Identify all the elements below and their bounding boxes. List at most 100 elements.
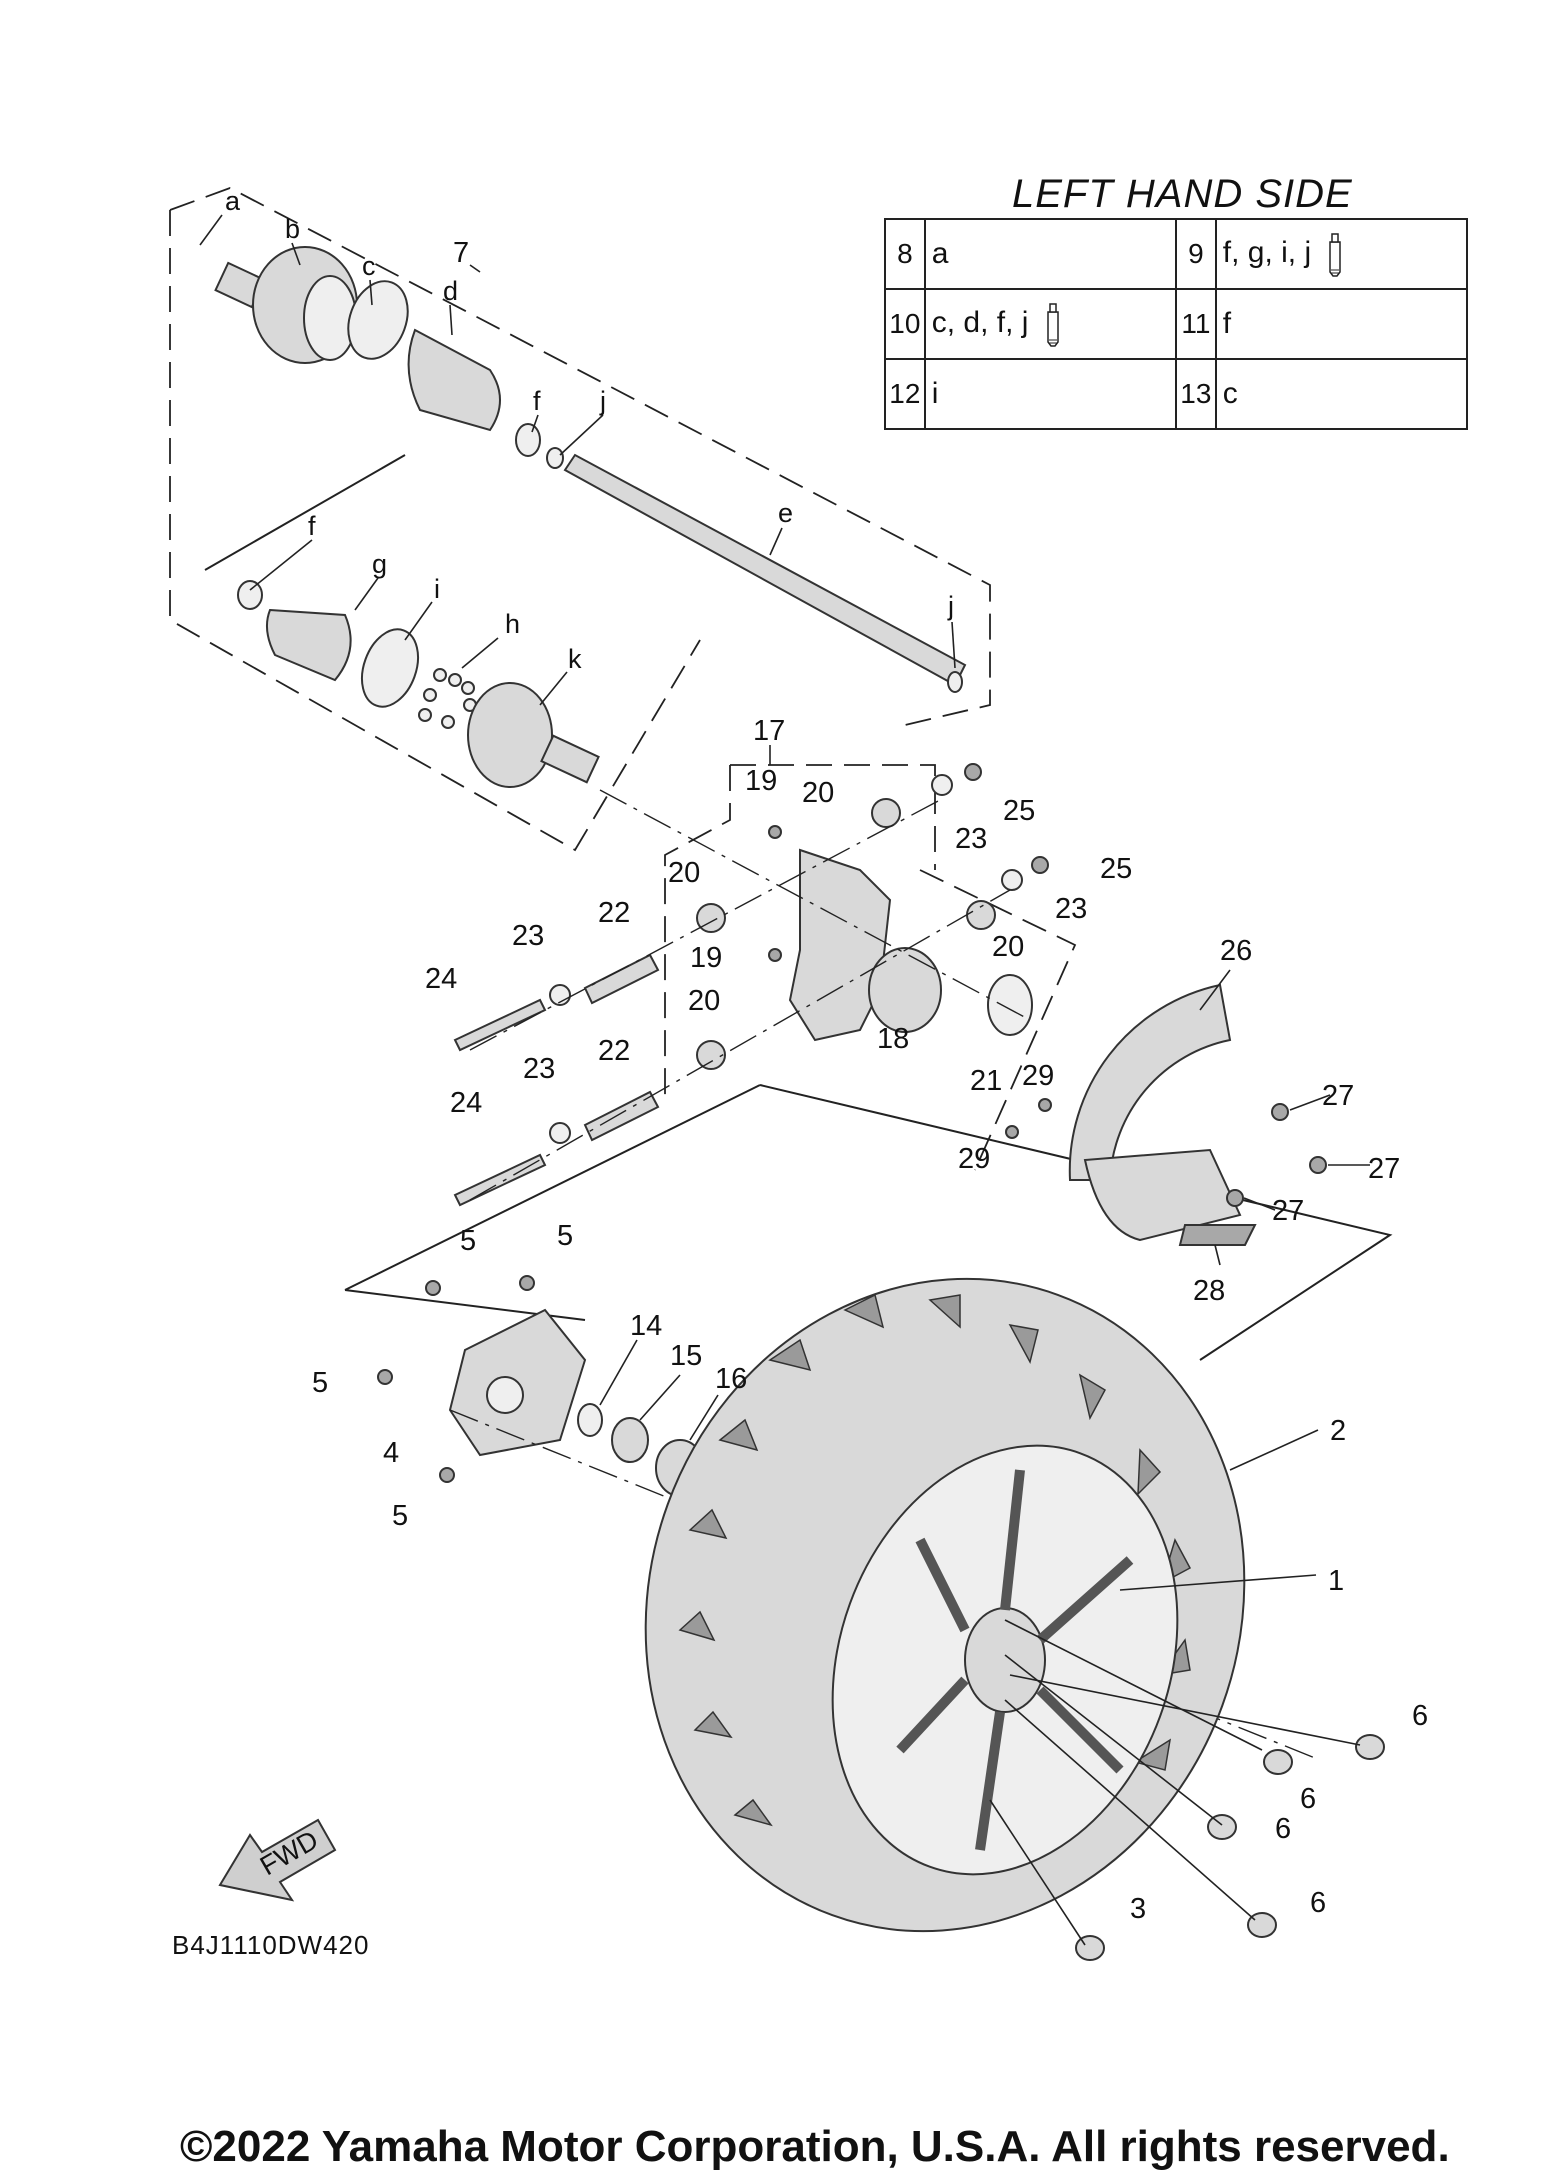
nut-25b <box>1031 856 1049 874</box>
callout-6c: 6 <box>1275 1813 1291 1845</box>
callout-25a: 25 <box>1003 795 1035 827</box>
legend-number: 12 <box>884 358 926 430</box>
legend-value: f <box>1214 288 1469 360</box>
callout-29a: 29 <box>1022 1060 1054 1092</box>
label-h: h <box>505 609 520 639</box>
wheel-bearing <box>868 947 942 1033</box>
legend-value: a <box>923 218 1177 290</box>
nut-25a <box>964 763 982 781</box>
callout-17: 17 <box>753 715 785 747</box>
stud-5c <box>377 1369 393 1385</box>
number-callouts: 1 2 3 4 5 5 5 5 6 6 6 6 7 14 15 16 17 18… <box>312 237 1428 1925</box>
callout-27c: 27 <box>1272 1195 1304 1227</box>
callout-23a: 23 <box>512 920 544 952</box>
label-j-lower: j <box>947 591 954 621</box>
wheel-and-tire <box>644 1277 1385 1961</box>
legend-row: 8 a 9 f, g, i, j <box>884 218 1469 290</box>
callout-21: 21 <box>970 1065 1002 1097</box>
label-f-lower: f <box>308 511 316 541</box>
bolt-27c <box>1226 1189 1244 1207</box>
legend-title: LEFT HAND SIDE <box>1012 172 1353 216</box>
callout-24b: 24 <box>450 1087 482 1119</box>
legend-number: 10 <box>884 288 926 360</box>
bushing-20a <box>871 798 901 828</box>
callout-6b: 6 <box>1300 1783 1316 1815</box>
hub-group <box>344 1275 1321 1761</box>
callout-20a: 20 <box>802 777 834 809</box>
brake-assembly <box>344 983 1393 1361</box>
leader-lines <box>199 214 1370 1591</box>
callout-5d: 5 <box>392 1500 408 1532</box>
inner-boot <box>265 608 352 682</box>
stud-5b <box>519 1275 535 1291</box>
boot-band-i <box>360 628 420 708</box>
legend-number: 11 <box>1174 288 1217 360</box>
callout-5b: 5 <box>557 1220 573 1252</box>
legend-value: f, g, i, j <box>1214 218 1469 290</box>
stud-5d <box>439 1467 455 1483</box>
grease-tube-icon <box>1047 303 1059 347</box>
drawing-code: B4J1110DW420 <box>172 1930 370 1960</box>
callout-19b: 19 <box>690 942 722 974</box>
label-g: g <box>372 549 387 579</box>
outer-cv-joint <box>214 246 358 364</box>
callout-2: 2 <box>1330 1415 1346 1447</box>
legend-value: c <box>1214 358 1469 430</box>
boot-band-f <box>515 423 541 457</box>
callout-16: 16 <box>715 1363 747 1395</box>
collar-22a <box>583 953 660 1005</box>
lubrication-legend-table: 8 a 9 f, g, i, j 10 c, d, f, j 11 f 12 i… <box>884 218 1469 430</box>
label-a: a <box>225 186 241 216</box>
washer-23d <box>1001 869 1023 891</box>
letter-labels: a b c d e f f g h i j j k <box>225 186 954 674</box>
callout-18: 18 <box>877 1023 909 1055</box>
boot-band-f2 <box>237 580 263 610</box>
callout-23d: 23 <box>1055 893 1087 925</box>
bolt-27b <box>1309 1156 1327 1174</box>
callout-24a: 24 <box>425 963 457 995</box>
fwd-arrow: FWD <box>218 1818 337 1902</box>
legend-row: 10 c, d, f, j 11 f <box>884 288 1469 360</box>
circlip-j <box>546 447 564 469</box>
callout-1: 1 <box>1328 1565 1344 1597</box>
callout-4: 4 <box>383 1437 399 1469</box>
steel-balls <box>418 668 477 729</box>
wheel-center <box>964 1607 1046 1713</box>
callout-15: 15 <box>670 1340 702 1372</box>
bolt-29b <box>1005 1125 1019 1139</box>
callout-29b: 29 <box>958 1143 990 1175</box>
callout-5c: 5 <box>312 1367 328 1399</box>
circlip-21 <box>987 974 1033 1036</box>
fitting-19b <box>768 948 782 962</box>
callout-7: 7 <box>453 237 469 269</box>
legend-value: c, d, f, j <box>923 288 1177 360</box>
callout-6a: 6 <box>1412 1700 1428 1732</box>
drive-shaft-assembly <box>169 187 991 852</box>
legend-number: 8 <box>884 218 926 290</box>
legend-value: i <box>923 358 1177 430</box>
stud-5a <box>425 1280 441 1296</box>
callout-23b: 23 <box>523 1053 555 1085</box>
bolt-24a <box>453 998 547 1052</box>
bushing-20c <box>966 900 996 930</box>
callout-26: 26 <box>1220 935 1252 967</box>
bushing-20d <box>696 1040 726 1070</box>
label-e: e <box>778 498 793 528</box>
legend-number: 13 <box>1174 358 1217 430</box>
grease-tube-icon <box>1329 233 1342 277</box>
label-i: i <box>434 574 440 604</box>
callout-14: 14 <box>630 1310 662 1342</box>
callout-6d: 6 <box>1310 1887 1326 1919</box>
legend-number: 9 <box>1174 218 1217 290</box>
label-d: d <box>443 276 458 306</box>
wheel-spokes <box>896 1469 1134 1851</box>
nut-15 <box>611 1417 649 1463</box>
knuckle-assembly <box>453 763 1077 1207</box>
fitting-19a <box>768 825 782 839</box>
boot-band-c <box>347 280 409 360</box>
callout-19a: 19 <box>745 765 777 797</box>
legend-row: 12 i 13 c <box>884 358 1469 430</box>
callout-20d: 20 <box>688 985 720 1017</box>
washer-14 <box>577 1403 603 1437</box>
